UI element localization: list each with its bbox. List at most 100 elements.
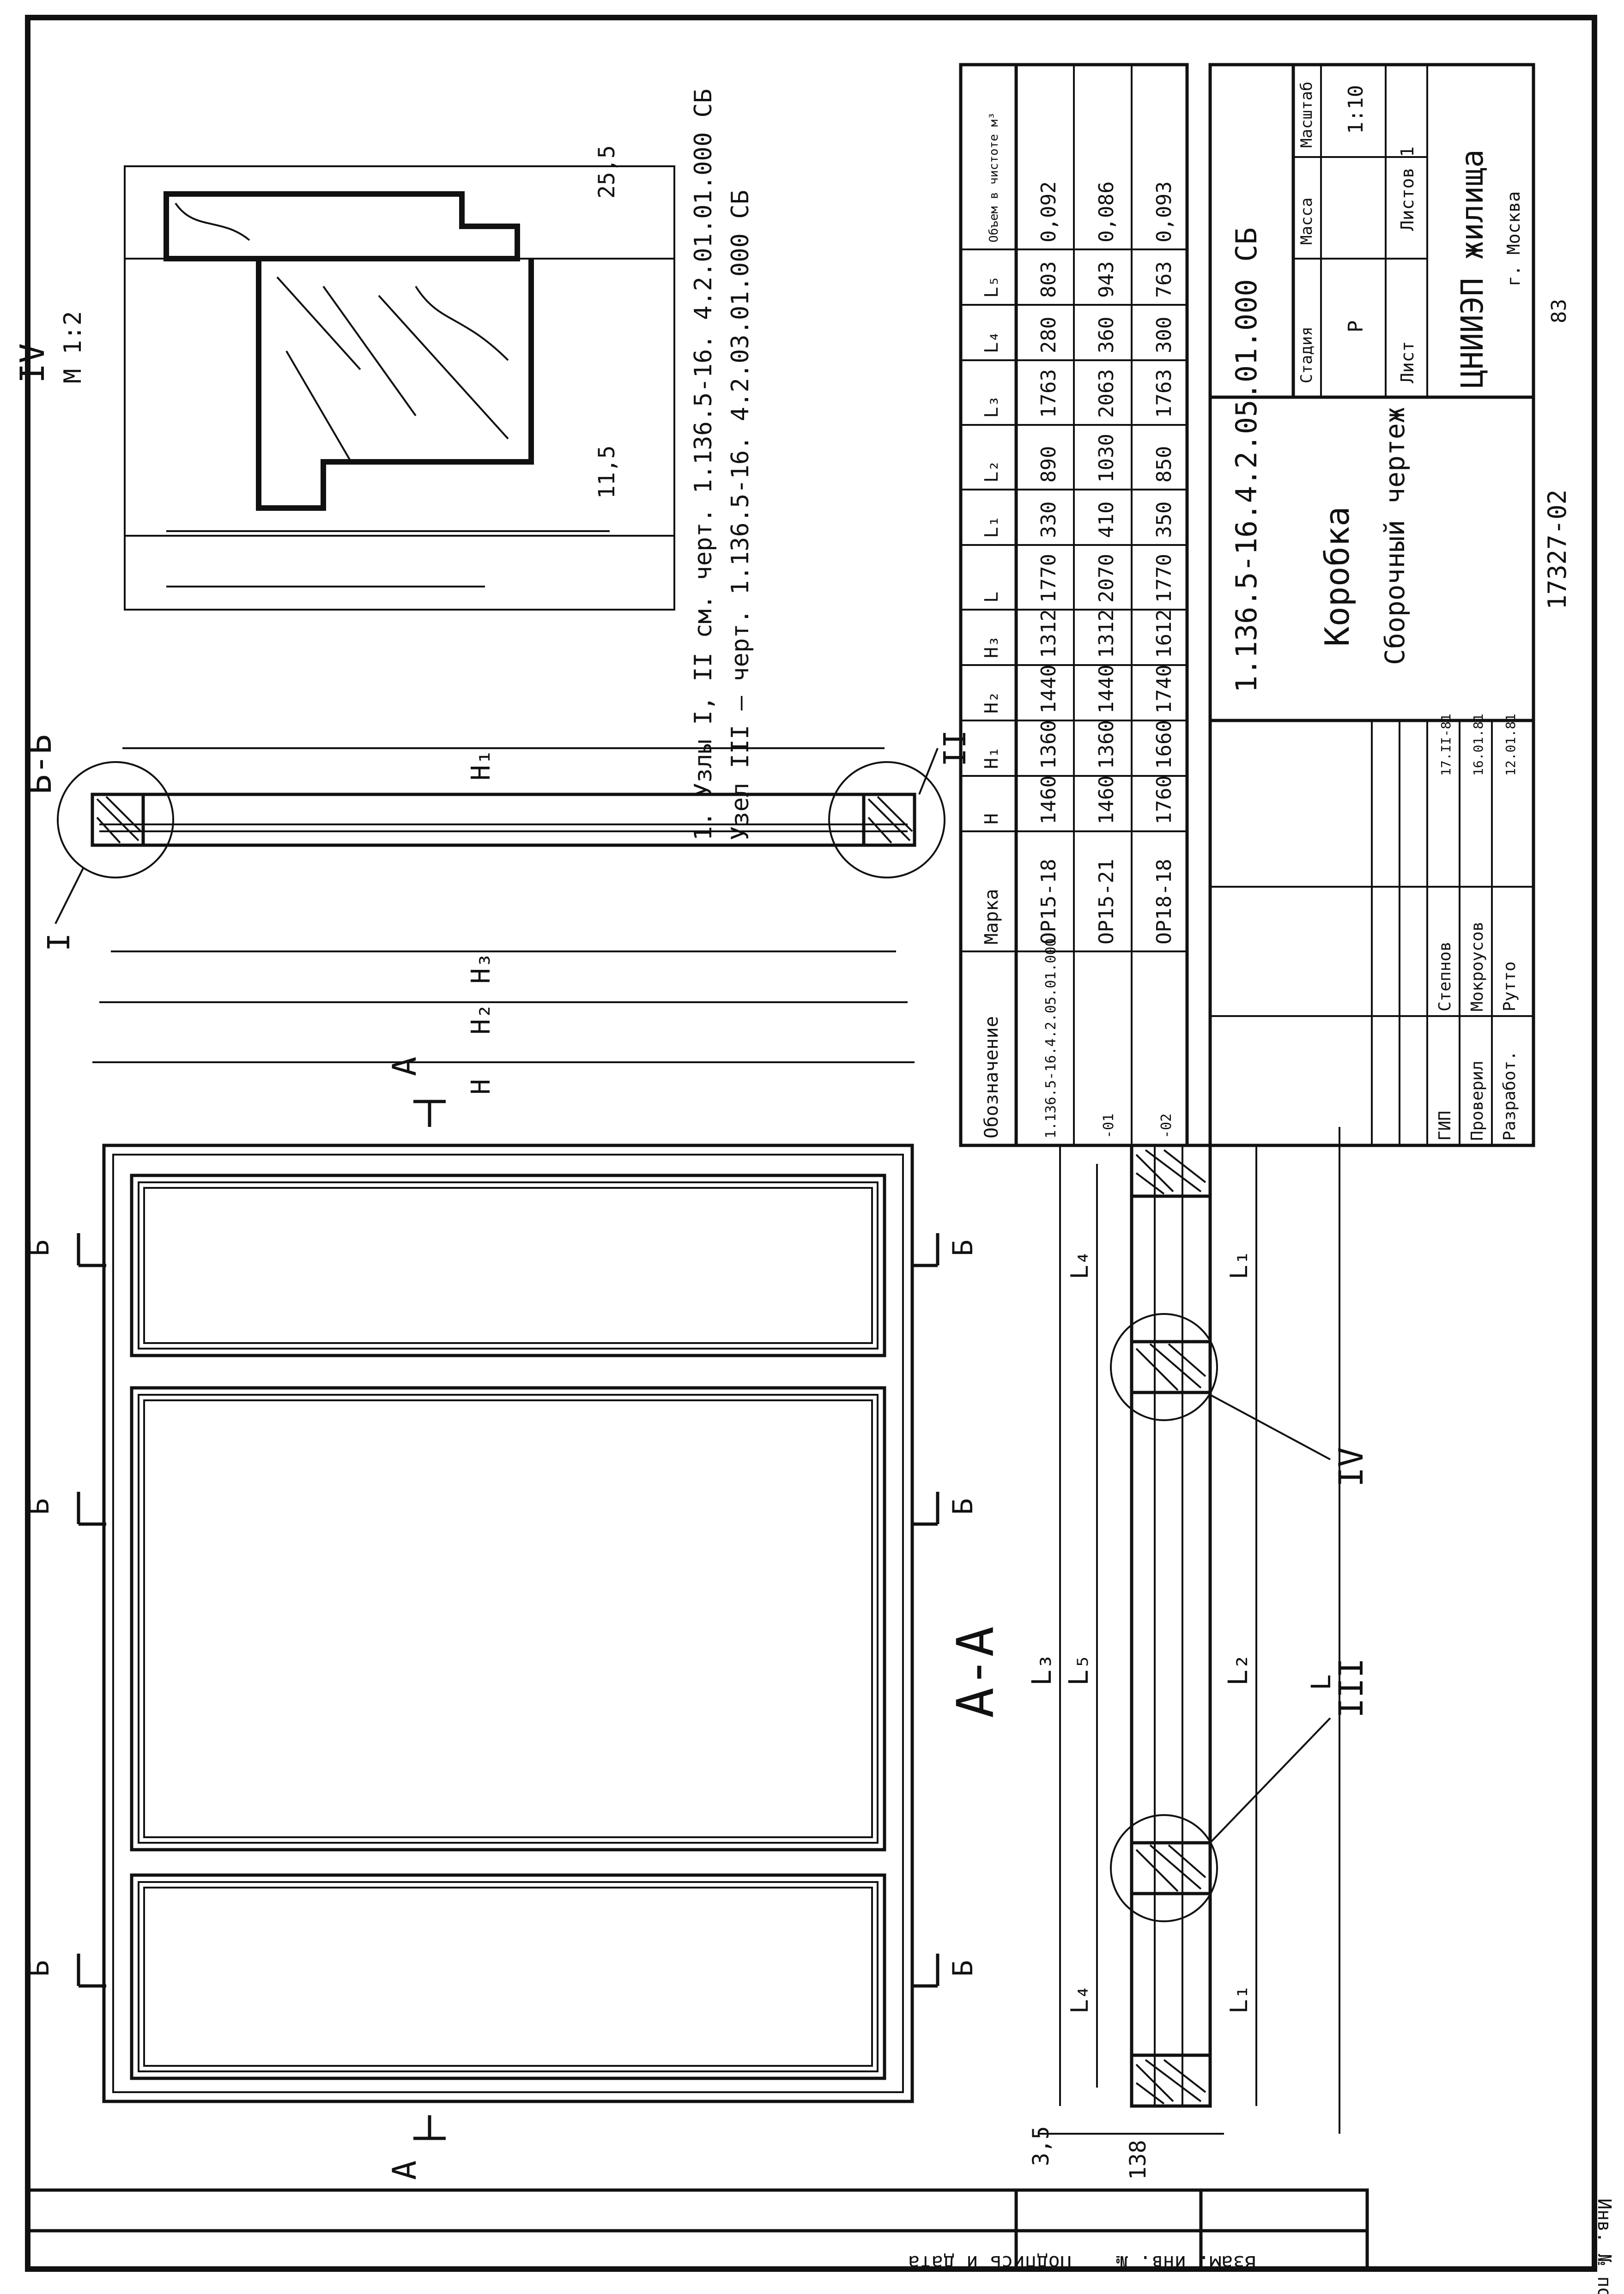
- node-label-ii: II: [937, 730, 973, 767]
- spec-cell: 330: [1037, 502, 1060, 538]
- spec-cell: -02: [1158, 1114, 1175, 1138]
- spec-cell: 763: [1152, 261, 1176, 298]
- spec-cell: 1770: [1152, 554, 1176, 603]
- dim-l2: L₂: [1222, 1653, 1254, 1686]
- signer-date: 17.II-81: [1438, 714, 1454, 776]
- spec-cell: 1030: [1095, 434, 1118, 483]
- spec-header-cell: L₁: [981, 516, 1002, 538]
- spec-cell: 1770: [1037, 554, 1060, 603]
- pane-bottom: [130, 1873, 886, 2080]
- title-block: 1.136.5-16.4.2.05.01.000 СБ Коробка Сбор…: [1208, 63, 1535, 1147]
- cut-label-b: Б: [23, 1960, 55, 1977]
- detail-iv-view: 11,5 25,5 IV М 1:2: [13, 145, 675, 611]
- dim-138: 138: [1125, 2140, 1151, 2180]
- leader-i: [55, 868, 84, 924]
- cut-marks-aa: А А: [386, 1057, 446, 2180]
- spec-cell: 850: [1152, 446, 1176, 483]
- stamp-inv: Инв. № подл.: [1594, 2198, 1615, 2294]
- notes: 1. Узлы I, II см. черт. 1.136.5-16. 4.2.…: [690, 89, 754, 841]
- callout-circle-iv: [1110, 1313, 1218, 1421]
- signer-name: Рутто: [1500, 962, 1519, 1011]
- spec-cell: 1760: [1152, 775, 1176, 824]
- spec-cell: 1.136.5-16.4.2.05.01.000: [1043, 938, 1059, 1138]
- section-title-aa: А-А: [946, 1626, 1005, 1718]
- profile-top: [1130, 1144, 1212, 1198]
- spec-cell: 1312: [1095, 609, 1118, 658]
- spec-cell: 0,086: [1095, 182, 1118, 242]
- dim-3-5: 3,5: [1028, 2126, 1054, 2166]
- spec-table: ОбозначениеМаркаНН₁Н₂Н₃LL₁L₂L₃L₄L₅Объем …: [959, 63, 1189, 1147]
- node-label-i: I: [41, 933, 77, 951]
- cut-label-a: А: [386, 2161, 424, 2180]
- spec-cell: 2070: [1095, 554, 1118, 603]
- outer-frame: [25, 15, 1597, 2272]
- detail-scale: М 1:2: [59, 311, 87, 383]
- spec-header-cell: L₃: [981, 396, 1002, 418]
- dim-h: Н: [466, 1079, 496, 1095]
- dim-l4-top: L₄: [1066, 1250, 1094, 1279]
- item-subtitle: Сборочный чертеж: [1379, 407, 1411, 665]
- spec-cell: 360: [1095, 317, 1118, 353]
- spec-header-cell: L₅: [981, 276, 1002, 298]
- section-bb-body: [91, 793, 916, 847]
- cut-label-b: Б: [947, 1960, 979, 1977]
- spec-header-cell: Н₂: [981, 691, 1002, 714]
- signer-date: 12.01.81: [1503, 714, 1518, 776]
- elevation-view: Б Б Б Б Б Б А А А-А: [23, 1057, 1005, 2180]
- callout-circle-i: [57, 761, 174, 878]
- sheet-label: Лист: [1397, 341, 1418, 383]
- spec-header-cell: Н₁: [981, 747, 1002, 769]
- dim-11-5: 11,5: [594, 445, 620, 499]
- signers: ГИП Степнов 17.II-81 Проверил Мокроусов …: [1436, 714, 1519, 1141]
- page-number: 83: [1547, 299, 1571, 323]
- signer-date: 16.01.81: [1471, 714, 1486, 776]
- spec-cell: 1660: [1152, 720, 1176, 769]
- spec-cell: 1763: [1152, 369, 1176, 418]
- dim-l1-bottom: L₁: [1225, 1985, 1253, 2014]
- stamp-vzam: Взам. инв. №: [1116, 2252, 1256, 2274]
- cut-label-b: Б: [23, 1498, 55, 1515]
- cut-label-b: Б: [23, 1240, 55, 1256]
- org-city: г. Москва: [1503, 191, 1524, 286]
- spec-cell: 0,093: [1152, 182, 1176, 242]
- dim-25-5: 25,5: [594, 145, 620, 199]
- spec-cell: 1440: [1095, 665, 1118, 714]
- section-title-bb: Б-Б: [20, 734, 59, 794]
- dim-h2: Н₂: [466, 1004, 496, 1035]
- section-body: [1130, 1144, 1212, 2108]
- mullion-iv: [1110, 1313, 1331, 1460]
- spec-header-cell: Обозначение: [981, 1016, 1002, 1138]
- spec-header-cell: Объем в чистоте м³: [987, 112, 1001, 242]
- spec-cell: 803: [1037, 261, 1060, 298]
- dim-h3: Н₃: [466, 953, 496, 984]
- frame-outline: [102, 1144, 914, 2103]
- spec-header-cell: Марка: [981, 889, 1002, 944]
- spec-col-lines: [961, 248, 1187, 952]
- col-stage: Стадия: [1297, 327, 1316, 383]
- spec-cell: ОР18-18: [1152, 859, 1176, 944]
- spec-cell: 2063: [1095, 369, 1118, 418]
- item-name: Коробка: [1318, 507, 1357, 647]
- signer-role: ГИП: [1436, 1111, 1454, 1141]
- spec-cell: 350: [1152, 502, 1176, 538]
- signer-name: Степнов: [1436, 941, 1454, 1011]
- spec-cell: ОР15-21: [1095, 859, 1118, 944]
- plan-dimensions: L₃ L₅ L₂ L L₄ L₁ L₄ L₁ 3,5 138: [1026, 1127, 1340, 2180]
- note-line-1: 1. Узлы I, II см. черт. 1.136.5-16. 4.2.…: [690, 89, 717, 841]
- dim-h1: Н₁: [466, 750, 496, 781]
- plan-section-view: IV III L₃ L₅ L₂ L L₄ L₁ L₄ L₁ 3,5 138: [1026, 1127, 1370, 2180]
- node-label-iii: III: [1332, 1658, 1370, 1718]
- col-scale: Масштаб: [1297, 82, 1316, 148]
- spec-cell: 943: [1095, 261, 1118, 298]
- signer-role: Проверил: [1468, 1061, 1487, 1141]
- spec-cell: 300: [1152, 317, 1176, 353]
- detail-title: IV: [13, 343, 52, 383]
- doc-code: 1.136.5-16.4.2.05.01.000 СБ: [1230, 227, 1263, 693]
- profile-right: [862, 793, 916, 847]
- signer-name: Мокроусов: [1468, 921, 1487, 1011]
- profile-left: [91, 793, 145, 847]
- spec-header-cell: L₂: [981, 460, 1002, 483]
- spec-cell: 1360: [1037, 720, 1060, 769]
- spec-cell: 0,092: [1037, 182, 1060, 242]
- profile-outline: [164, 191, 520, 261]
